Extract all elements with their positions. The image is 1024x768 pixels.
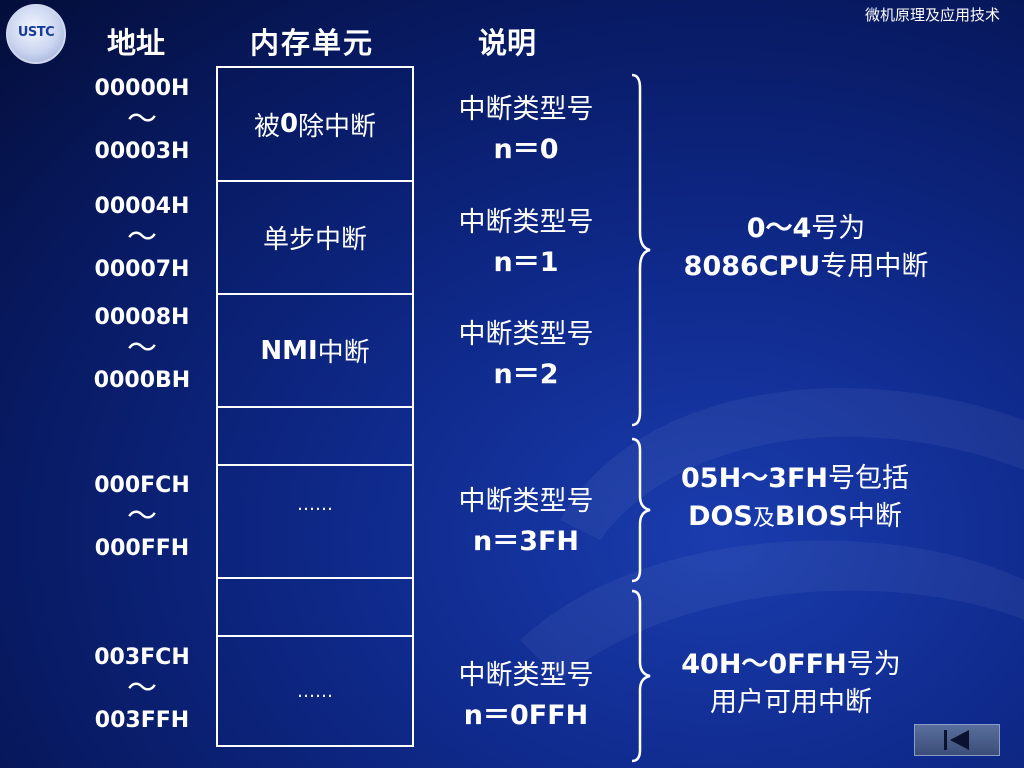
address-start: 00008H (94, 305, 190, 330)
address-end: 0000BH (93, 368, 191, 393)
cell-text: 被 (253, 111, 280, 142)
cell-text-bold: NMI (260, 335, 318, 366)
brace-group-2 (631, 589, 651, 763)
group-text-bold: 40H～0FFH (681, 649, 847, 680)
group-label-1: 05H～3FH号包括 DOS及BIOS中断 (650, 460, 940, 538)
address-range-2: 00008H ～ 0000BH (82, 301, 202, 397)
cell-text: 除中断 (298, 111, 377, 142)
address-range-0: 00000H ～ 00003H (82, 72, 202, 168)
first-slide-icon (944, 730, 969, 750)
description-1: 中断类型号 n＝1 (440, 203, 612, 283)
header-description: 说明 (478, 26, 537, 60)
group-text: 用户可用中断 (710, 687, 872, 718)
group-text: 中断 (847, 501, 902, 532)
memory-cell-ellipsis: …… (218, 637, 412, 745)
address-end: 00007H (94, 257, 190, 282)
description-value: n＝3FH (472, 526, 580, 557)
description-4: 中断类型号 n＝0FFH (440, 656, 612, 736)
description-2: 中断类型号 n＝2 (440, 315, 612, 395)
memory-cell-empty (218, 408, 412, 466)
brace-group-0 (631, 73, 651, 427)
ustc-logo: USTC (6, 4, 66, 64)
description-label: 中断类型号 (458, 319, 594, 350)
description-label: 中断类型号 (458, 660, 594, 691)
tilde: ～ (127, 499, 157, 534)
description-0: 中断类型号 n＝0 (440, 90, 612, 170)
logo-text: USTC (17, 25, 55, 40)
cell-text: 单步中断 (262, 225, 367, 255)
header-address: 地址 (107, 26, 166, 60)
group-label-2: 40H～0FFH号为 用户可用中断 (646, 646, 936, 722)
memory-cell-empty (218, 579, 412, 637)
group-label-0: 0～4号为 8086CPU专用中断 (656, 210, 956, 286)
description-label: 中断类型号 (458, 486, 594, 517)
description-value: n＝1 (493, 247, 559, 278)
memory-cell-ellipsis: …… (218, 466, 412, 579)
group-text-bold: DOS (688, 501, 753, 532)
course-title: 微机原理及应用技术 (864, 6, 1000, 24)
description-value: n＝0FFH (463, 700, 589, 731)
group-text-bold: 0～4 (746, 213, 812, 244)
address-end: 003FFH (94, 708, 190, 733)
cell-text: 中断 (317, 338, 370, 368)
group-text: 号为 (811, 213, 866, 244)
group-text-bold: 05H～3FH (681, 463, 828, 494)
cell-text-bold: 0 (279, 109, 299, 139)
group-text-bold: 8086CPU (683, 251, 821, 282)
group-text: 及 (752, 506, 775, 531)
address-range-1: 00004H ～ 00007H (82, 190, 202, 286)
brace-group-1 (631, 437, 651, 583)
cell-text: …… (297, 680, 333, 702)
cell-text: …… (297, 494, 333, 515)
address-start: 00000H (94, 76, 190, 101)
address-end: 00003H (94, 139, 190, 164)
tilde: ～ (127, 102, 157, 137)
description-value: n＝0 (493, 134, 559, 165)
first-slide-button[interactable] (914, 724, 1000, 756)
memory-cell-single-step: 单步中断 (218, 182, 412, 295)
tilde: ～ (127, 331, 157, 366)
tilde: ～ (127, 671, 157, 706)
address-start: 003FCH (94, 645, 190, 670)
description-3: 中断类型号 n＝3FH (440, 482, 612, 562)
description-value: n＝2 (493, 359, 559, 390)
address-end: 000FFH (94, 536, 190, 561)
tilde: ～ (127, 220, 157, 255)
address-start: 00004H (94, 194, 190, 219)
description-label: 中断类型号 (458, 207, 594, 238)
group-text-bold: BIOS (774, 501, 848, 532)
group-text: 号包括 (828, 463, 909, 494)
address-range-3: 000FCH ～ 000FFH (82, 469, 202, 565)
description-label: 中断类型号 (458, 94, 594, 125)
group-text: 号为 (846, 649, 901, 680)
header-memory-unit: 内存单元 (250, 26, 375, 60)
group-text: 专用中断 (820, 251, 929, 282)
address-range-4: 003FCH ～ 003FFH (82, 641, 202, 737)
address-start: 000FCH (94, 473, 190, 498)
